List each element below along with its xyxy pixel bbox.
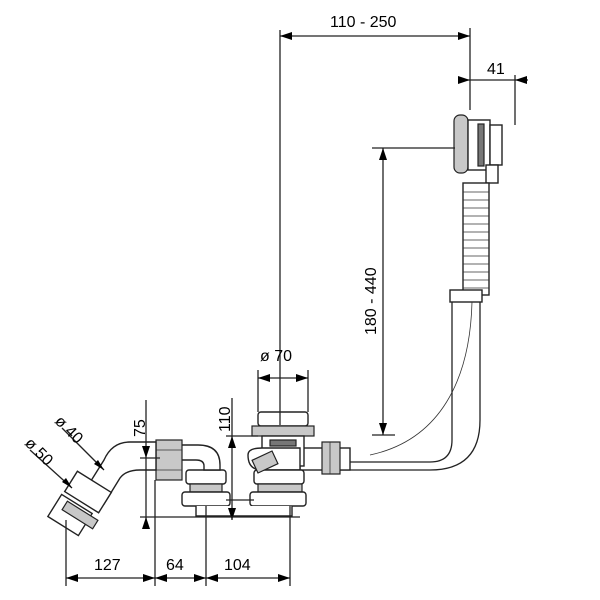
dim-vertical-range: 180 - 440 xyxy=(363,267,380,335)
outlet-pipe xyxy=(46,441,157,537)
dim-pipe-50: ø 50 xyxy=(21,435,56,470)
dimension-lines xyxy=(29,28,528,586)
flex-hose xyxy=(462,182,490,296)
dim-bottom-64: 64 xyxy=(166,557,184,574)
overflow-head xyxy=(453,114,503,184)
dim-cap-width: 41 xyxy=(487,61,505,78)
dim-drain-diameter: ø 70 xyxy=(260,348,292,365)
drain-body xyxy=(247,411,315,507)
dim-bottom-127: 127 xyxy=(94,557,121,574)
dim-drain-height: 110 xyxy=(217,406,234,432)
dim-pipe-40: ø 40 xyxy=(51,413,86,448)
dim-top-span: 110 - 250 xyxy=(330,14,397,31)
dim-trap-height: 75 xyxy=(132,419,149,437)
dim-bottom-104: 104 xyxy=(224,557,251,574)
horizontal-connection xyxy=(299,441,351,475)
overflow-pipe xyxy=(340,289,483,471)
